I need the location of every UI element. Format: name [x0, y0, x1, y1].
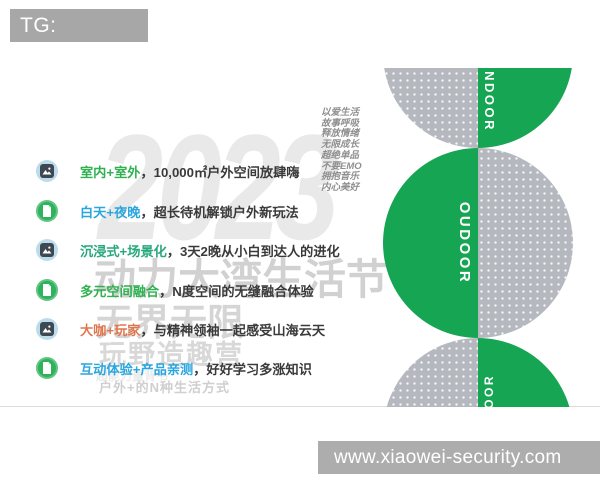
- footer-url: www.xiaowei-security.com: [334, 447, 562, 468]
- document-icon: [36, 357, 58, 379]
- watermark-title: 动力大湾生活节: [94, 256, 389, 303]
- green-half: [478, 68, 573, 148]
- green-half: [478, 338, 573, 407]
- side-note-line: 故事呼吸: [321, 117, 360, 129]
- list-item: 室内+室外，10,000㎡户外空间放肆嗨: [36, 160, 299, 182]
- bullet-text: ，超长待机解锁户外新玩法: [140, 204, 299, 220]
- bullet-lead: 室内+室外: [80, 164, 141, 180]
- oudoor-label: OUDOOR: [456, 201, 473, 285]
- watermark-faint-note: 超能力量背书: [96, 369, 169, 383]
- picture-icon: [36, 318, 58, 340]
- document-icon: [36, 200, 58, 222]
- side-note-line: 超绝单品: [321, 149, 360, 161]
- bullet-text: ，与精神领袖一起感受山海云天: [140, 322, 326, 338]
- side-note-line: 释放情绪: [321, 128, 360, 140]
- side-note-line: 拥抱音乐: [321, 171, 360, 183]
- watermark-tagline: 玩野造趣营: [99, 340, 244, 370]
- bullet-lead: 沉浸式+场景化: [80, 243, 167, 259]
- circle-shape: [383, 338, 573, 407]
- dotted-half: [478, 148, 573, 338]
- picture-icon: [36, 239, 58, 261]
- side-note-line: 以爱生活: [321, 107, 360, 118]
- indoor-circle-top: INDOOR: [383, 68, 573, 148]
- oudoor-circle-middle: OUDOOR: [383, 148, 573, 338]
- list-item: 多元空间融合，N度空间的无缝融合体验: [36, 279, 314, 301]
- watermark-footnote: 户外+的N种生活方式: [99, 380, 230, 395]
- watermark-year: 2023: [98, 103, 340, 271]
- indoor-circle-bottom: INDOOR: [383, 338, 573, 407]
- watermark-subtitle: 无界无限: [96, 302, 244, 343]
- indoor-label: INDOOR: [482, 374, 496, 407]
- channel-badge: TG: MYYJJPP: [10, 9, 148, 70]
- dotted-half: [383, 68, 478, 148]
- footer-bar: www.xiaowei-security.com: [318, 441, 600, 474]
- indoor-label: INDOOR: [482, 68, 497, 132]
- list-item: 沉浸式+场景化，3天2晚从小白到达人的进化: [36, 239, 340, 261]
- circle-shape: [383, 68, 573, 148]
- document-icon: [36, 279, 58, 301]
- bullet-lead: 白天+夜晚: [80, 204, 141, 220]
- bullet-text: ，好好学习多涨知识: [193, 361, 312, 377]
- slide-bottom-border: [0, 406, 600, 407]
- side-note-line: 内心美好: [321, 181, 360, 193]
- bullet-text: ，10,000㎡户外空间放肆嗨: [140, 164, 300, 180]
- bullet-lead: 大咖+玩家: [80, 322, 141, 338]
- bullet-text: ，N度空间的无缝融合体验: [159, 283, 314, 299]
- bullet-text: ，3天2晚从小白到达人的进化: [166, 243, 340, 259]
- picture-icon: [36, 160, 58, 182]
- green-half: [383, 148, 478, 338]
- dotted-half: [383, 338, 478, 407]
- side-notes: 以爱生活 故事呼吸 释放情绪 无限成长 超绝单品 不要EMO 拥抱音乐 内心美好: [321, 107, 381, 194]
- side-note-line: 不要EMO: [321, 160, 362, 172]
- bullet-lead: 多元空间融合: [80, 283, 160, 299]
- list-item: 大咖+玩家，与精神领袖一起感受山海云天: [36, 318, 325, 340]
- list-item: 白天+夜晚，超长待机解锁户外新玩法: [36, 200, 299, 222]
- list-item: 互动体验+产品亲测，好好学习多涨知识: [36, 357, 312, 379]
- bullet-lead: 互动体验+产品亲测: [80, 361, 194, 377]
- side-note-line: 无限成长: [321, 139, 360, 151]
